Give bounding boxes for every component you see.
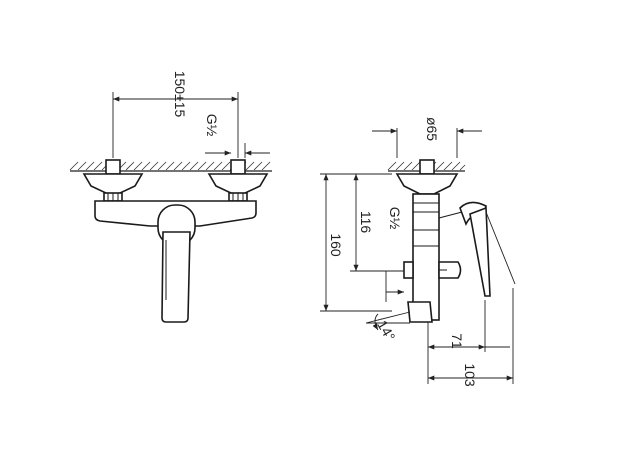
side-depth-total-dimension: 103 — [428, 288, 514, 387]
side-lever-swing-line — [485, 211, 516, 285]
front-spout — [161, 231, 191, 323]
side-diameter-dimension: ø65 — [372, 117, 482, 158]
side-lever-arm — [469, 206, 491, 297]
front-left-pipe — [105, 159, 121, 175]
side-thread-label: G½ — [387, 207, 403, 230]
front-thread-label: G½ — [204, 114, 220, 137]
front-view: 150±15 G½ — [69, 71, 272, 323]
front-left-connector — [82, 173, 144, 202]
side-lever-connector — [438, 211, 463, 219]
side-height-total-label: 160 — [328, 233, 344, 257]
side-height-outlet-label: 116 — [358, 211, 374, 234]
front-width-dimension: 150±15 — [112, 71, 239, 158]
side-angle-label: 14° — [374, 317, 398, 343]
side-height-outlet-dimension: 116 — [350, 174, 404, 272]
front-right-connector — [207, 173, 269, 202]
side-depth-total-label: 103 — [462, 363, 478, 387]
side-view: ø65 160 116 G½ 14° — [320, 117, 516, 387]
side-angle-dimension: 14° — [365, 311, 411, 344]
side-depth-outlet-dimension: 71 — [427, 300, 510, 384]
side-pipe — [419, 159, 435, 175]
side-body-column — [412, 193, 440, 321]
side-outlet — [407, 301, 433, 323]
front-right-pipe — [230, 159, 246, 175]
side-thread-dimension: G½ — [385, 207, 404, 302]
front-width-label: 150±15 — [172, 71, 188, 118]
side-diameter-label: ø65 — [424, 117, 440, 141]
side-left-knob — [403, 261, 414, 279]
side-escutcheon — [395, 173, 459, 195]
side-depth-outlet-label: 71 — [449, 333, 465, 349]
side-right-knob — [438, 261, 462, 279]
front-thread-dimension: G½ — [204, 114, 270, 158]
